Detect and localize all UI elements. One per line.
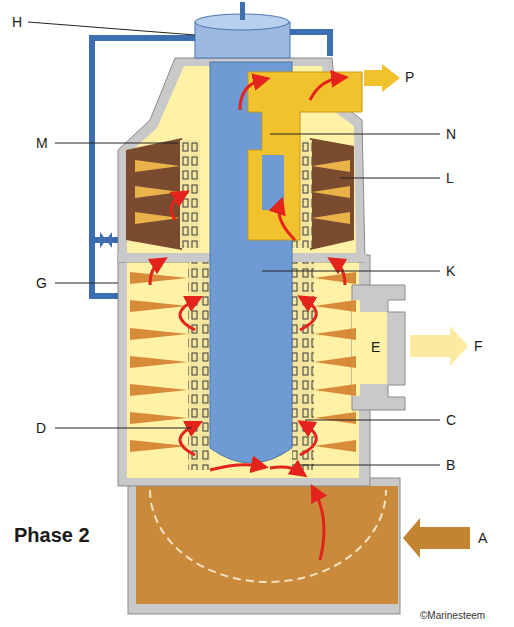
callout-letter: L (446, 170, 454, 186)
callout-letter: D (36, 420, 46, 436)
callout-letter: F (474, 338, 483, 354)
phase-caption: Phase 2 (14, 524, 90, 546)
callout-letter: B (446, 457, 455, 473)
copyright-watermark: ©Marinesteem (420, 610, 485, 622)
callout-letter: E (371, 339, 380, 355)
callout-letter: P (405, 69, 414, 85)
callout-letter: N (446, 126, 456, 142)
callout-letter: M (36, 135, 48, 151)
callout-letter: C (446, 412, 456, 428)
callout-letter: H (12, 14, 22, 30)
callout-letter: G (36, 275, 47, 291)
callout-letter: A (478, 530, 487, 546)
callout-letter: K (446, 263, 455, 279)
